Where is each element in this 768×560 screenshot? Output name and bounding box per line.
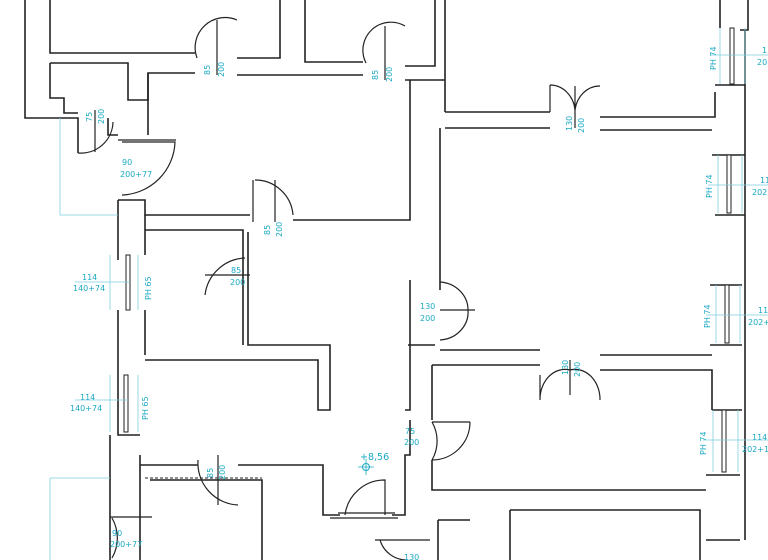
window-sill: PH 74: [699, 431, 708, 455]
door-label-height: 200: [97, 109, 106, 124]
window-labels-right: PH 74 11 20 PH 74 11 202 PH 74 11 202+ P…: [699, 46, 768, 455]
door-label-width: 90: [122, 158, 132, 167]
door-label-height: 200: [404, 438, 419, 447]
door-label-height: 200: [385, 67, 394, 82]
level-marker: +8,56: [358, 452, 389, 475]
door-label-width: 85: [231, 266, 241, 275]
door-label-width: 85: [203, 65, 212, 75]
window-height: 140+74: [70, 404, 102, 413]
window-width: 114: [82, 273, 97, 282]
window-width: 114: [80, 393, 95, 402]
door-label-height: 200: [275, 222, 284, 237]
door-label-width: 75: [85, 112, 94, 122]
window-height: 140+74: [73, 284, 105, 293]
window-height: 202+: [748, 318, 768, 327]
door-label-width: 75: [405, 427, 415, 436]
window-height: 202: [752, 188, 767, 197]
door-label-height: 200: [577, 118, 586, 133]
level-target-icon: [358, 459, 374, 475]
door-label-width: 90: [112, 529, 122, 538]
dimension-lines: [49, 28, 768, 560]
door-label-width: 130: [565, 116, 574, 131]
door-label-height: 200: [573, 362, 582, 377]
door-label-height: 200+77: [120, 170, 152, 179]
door-labels: 85 200 85 200 75 200 90 200+77 130 200 8…: [85, 62, 586, 560]
window-height: 202+1: [742, 445, 768, 454]
window-width: 11: [758, 306, 768, 315]
door-swings: [77, 16, 601, 560]
door-label-width: 130: [561, 360, 570, 375]
door-label-height: 200: [420, 314, 435, 323]
window-sill: PH 65: [141, 396, 150, 420]
window-sill: PH 74: [705, 174, 714, 198]
window-width: 11: [760, 176, 768, 185]
window-sill: PH 65: [144, 276, 153, 300]
door-label-height: 200: [218, 465, 227, 480]
door-label-height: 200+77: [110, 540, 142, 549]
window-width: 11: [762, 46, 768, 55]
door-label-width: 85: [263, 225, 272, 235]
walls: [24, 0, 749, 560]
door-label-height: 200: [217, 62, 226, 77]
door-label-width: 85: [371, 70, 380, 80]
window-labels-left: 114 140+74 PH 65 114 140+74 PH 65: [70, 273, 153, 420]
door-label-width: 130: [420, 302, 435, 311]
windows: [123, 27, 735, 473]
window-sill: PH 74: [703, 304, 712, 328]
window-sill: PH 74: [709, 46, 718, 70]
door-label-width: 130: [404, 553, 419, 560]
window-width: 114: [752, 433, 767, 442]
window-height: 20: [757, 58, 767, 67]
level-value: +8,56: [360, 452, 389, 463]
door-label-height: 200: [230, 278, 245, 287]
door-label-width: 85: [206, 468, 215, 478]
